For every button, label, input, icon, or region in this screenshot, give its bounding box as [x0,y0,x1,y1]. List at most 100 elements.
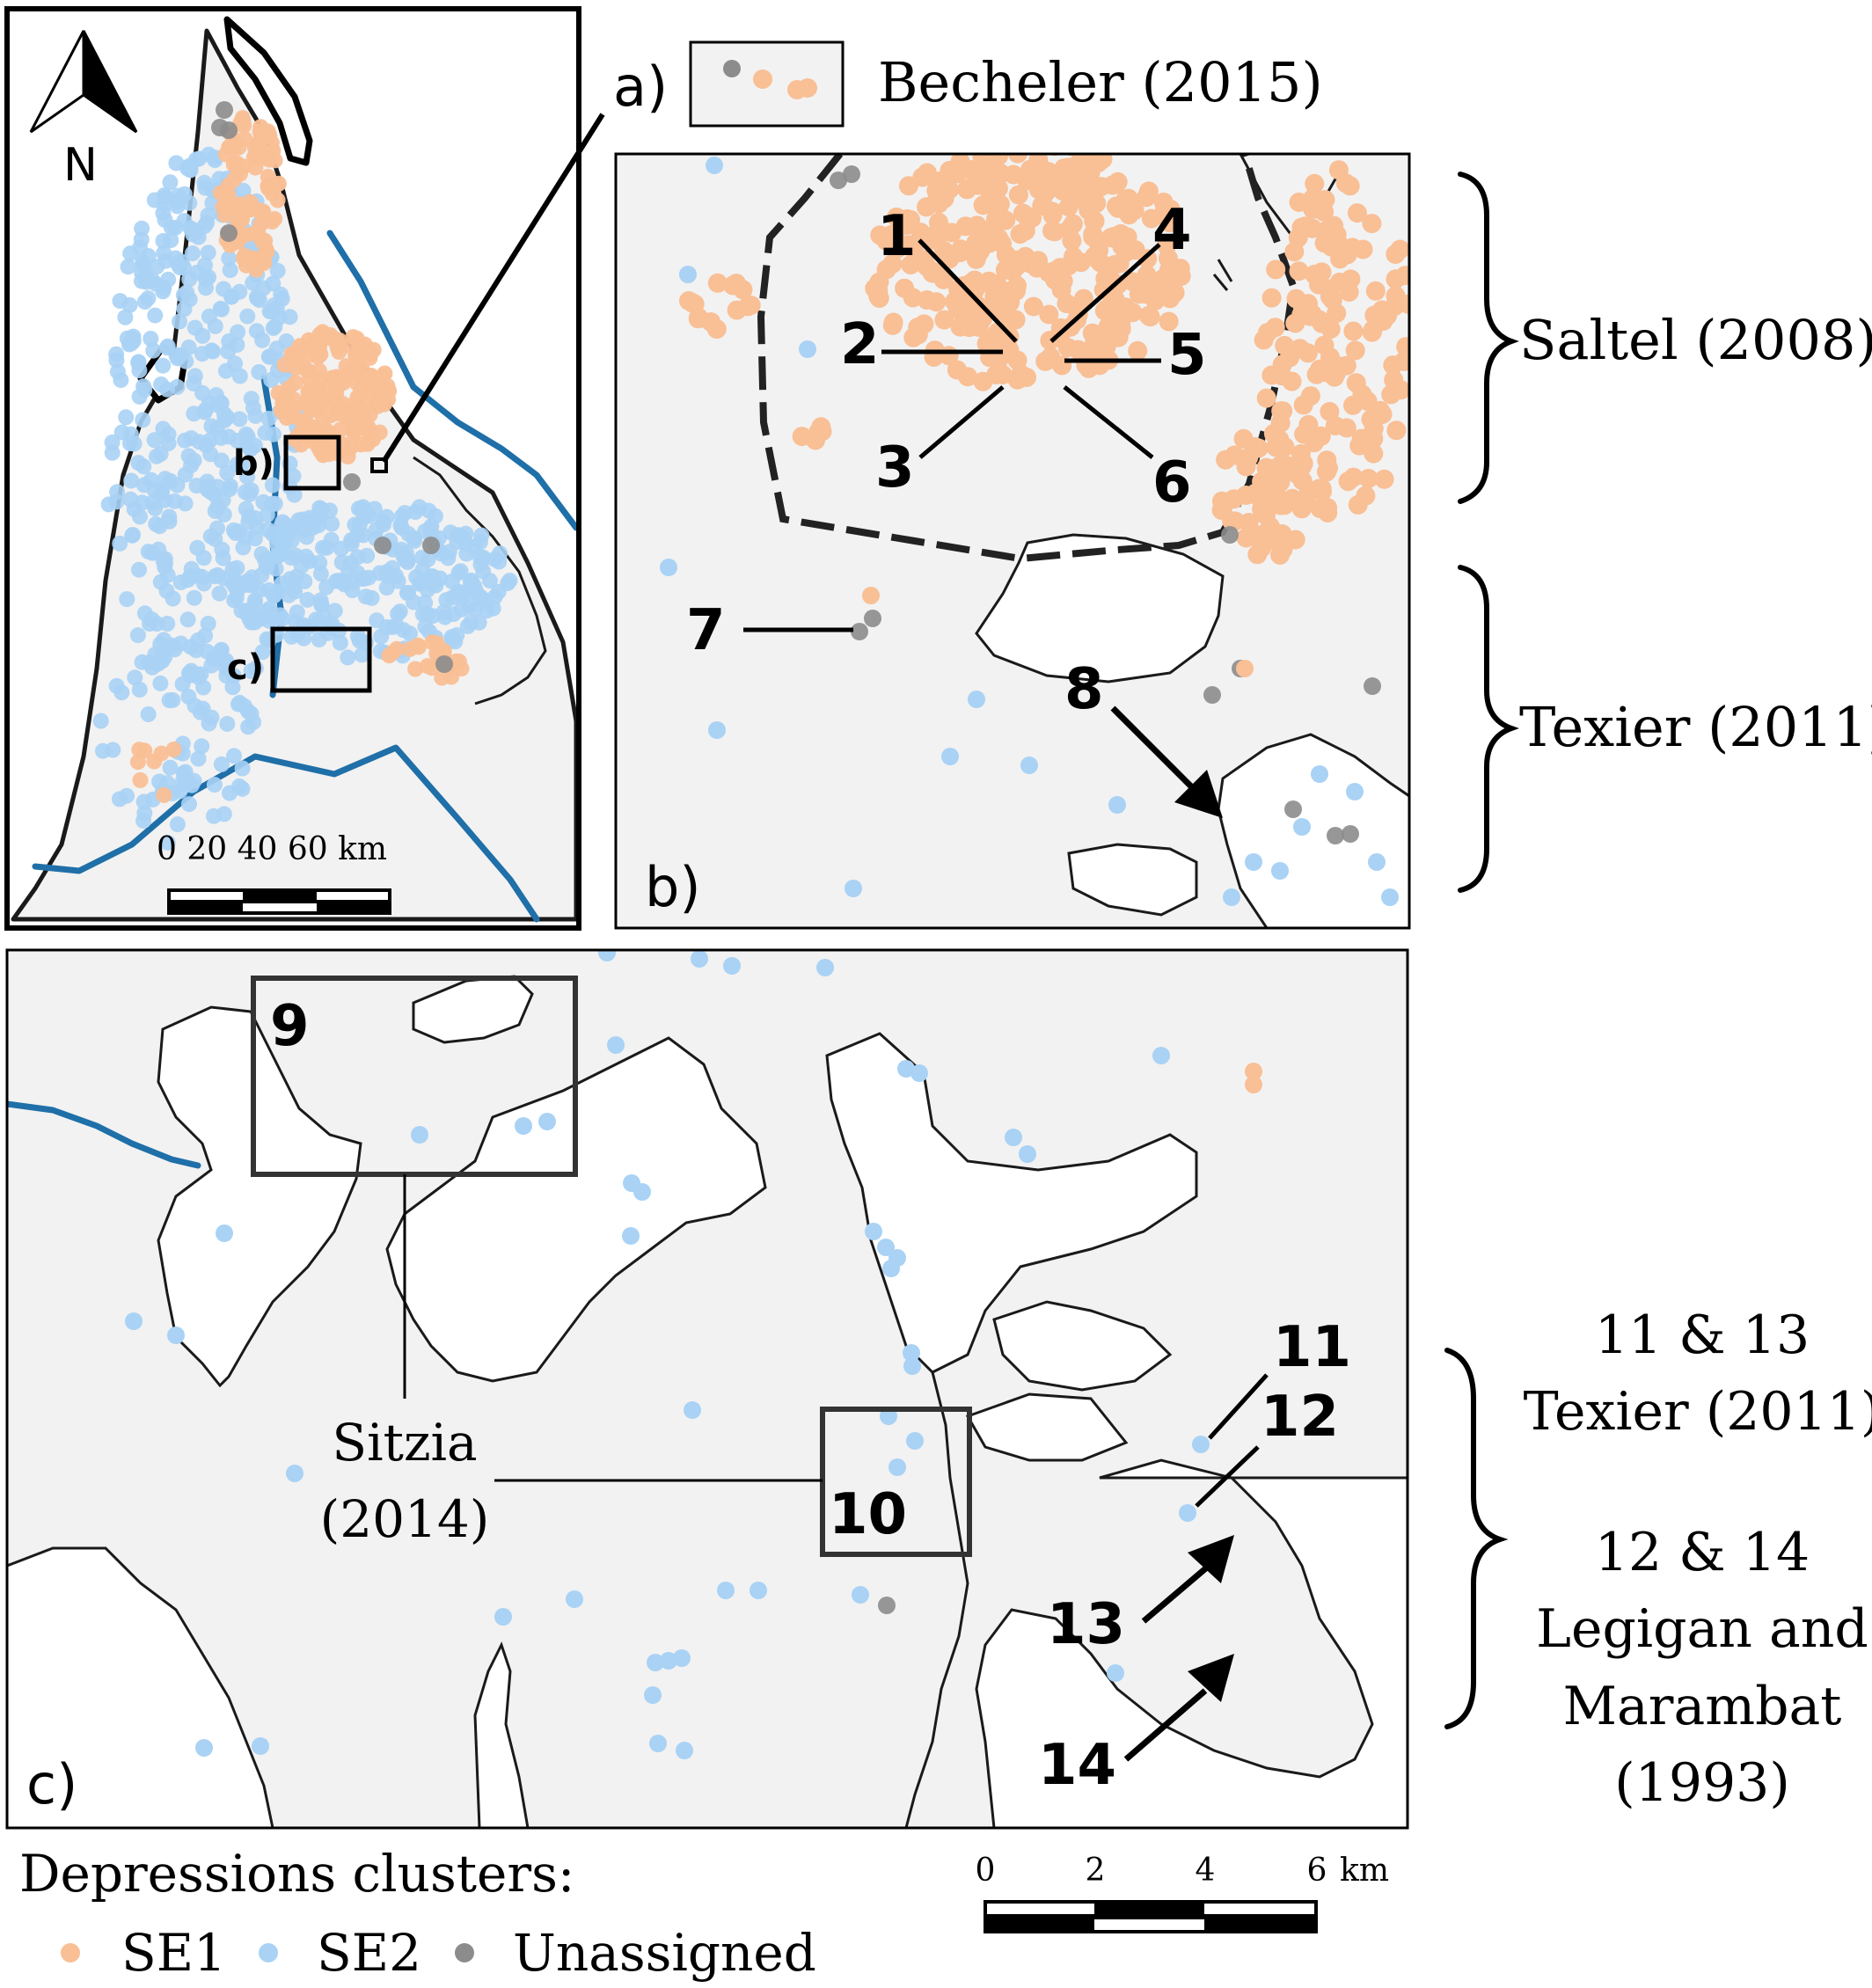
unassigned-point [878,1597,896,1614]
se2-point [267,318,283,335]
se1-point [132,771,149,788]
se2-point [299,591,316,608]
se1-point [1386,269,1406,289]
se2-point [494,1608,512,1626]
se1-point [1053,181,1072,201]
se1-point [917,163,937,183]
se2-point [179,611,196,628]
se1-point [688,309,708,329]
se2-point [156,245,172,261]
se1-point [1000,311,1020,332]
se2-point [201,308,217,325]
se2-point [229,559,245,576]
site-number-10: 10 [829,1482,907,1547]
se2-point [113,684,130,701]
se1-point [1050,328,1070,348]
se2-point [132,239,149,256]
se2-point [119,591,135,608]
se2-point [241,508,258,524]
se1-point [1364,443,1384,464]
se1-point [1138,305,1159,325]
se2-point [163,232,179,248]
overview-coast-detail [413,456,547,705]
se1-point [1314,201,1335,222]
se2-point [239,308,256,325]
se1-point [310,348,326,365]
se1-point [1007,350,1027,370]
site-number-5: 5 [1167,323,1207,388]
se2-point [168,155,185,172]
se2-point [126,501,143,517]
se1-point [1254,330,1274,350]
panel-b-shore [1067,843,1198,917]
site-number-1: 1 [877,204,917,269]
se2-point [1020,756,1038,774]
se1-point [1310,359,1330,379]
se2-point [167,1327,185,1344]
se2-point [173,253,190,270]
se2-point [224,679,241,696]
se2-point [240,703,256,720]
se1-point [1310,310,1329,330]
overview-map: b) c) N 0 20 40 60 km [4,6,605,931]
se2-point [181,796,197,813]
se1-point [369,394,386,411]
se2-point [118,409,135,426]
se2-point [109,363,126,380]
se1-point [1266,437,1286,457]
se2-point [216,1224,233,1242]
se2-point [324,515,340,532]
se2-point [174,773,191,790]
se1-point [1129,284,1149,304]
se2-point [260,522,276,538]
se1-point [1341,269,1361,289]
se2-point [296,630,312,647]
se2-point [1293,818,1311,836]
se2-point [906,1432,924,1450]
se2-point [313,501,330,518]
se2-point [332,634,348,651]
se2-point [193,666,209,683]
se1-point [237,247,252,264]
se2-point [1346,783,1364,800]
se2-point [201,396,217,412]
se2-point [865,1223,882,1240]
overview-box-c-label: c) [227,647,264,688]
se2-point [1311,765,1328,783]
se1-point [1236,528,1256,548]
se1-point [1073,289,1093,309]
se2-point [200,245,216,261]
se1-point [1318,502,1338,523]
se2-point [1223,888,1240,906]
se1-point [1374,469,1394,489]
legend-swatch-se2 [259,1943,278,1962]
se2-point [272,607,289,624]
se1-point [1245,1063,1262,1080]
unassigned-point [374,537,391,554]
panel-c-water-centre [385,1036,767,1383]
se2-point [903,1344,920,1362]
se2-point [197,271,214,288]
se2-point [227,579,244,596]
se2-point [143,331,159,347]
se1-point [1342,238,1363,258]
se1-point [389,640,405,657]
se2-point [108,352,125,369]
unassigned-point [343,473,361,491]
se1-point [1063,214,1083,234]
se1-point [283,346,300,362]
se2-point [213,641,230,658]
se2-point [148,515,165,532]
se1-point [156,786,172,803]
se1-point [706,319,727,340]
north-arrow-icon: N [29,30,138,192]
se2-point [195,550,212,566]
se2-point [195,575,212,592]
se1-point [1291,305,1312,325]
se1-point [338,407,355,424]
se2-point [226,592,243,609]
se2-point [112,535,128,552]
se1-point [1280,347,1299,368]
se1-point [1358,469,1378,488]
se1-point [1171,266,1191,286]
